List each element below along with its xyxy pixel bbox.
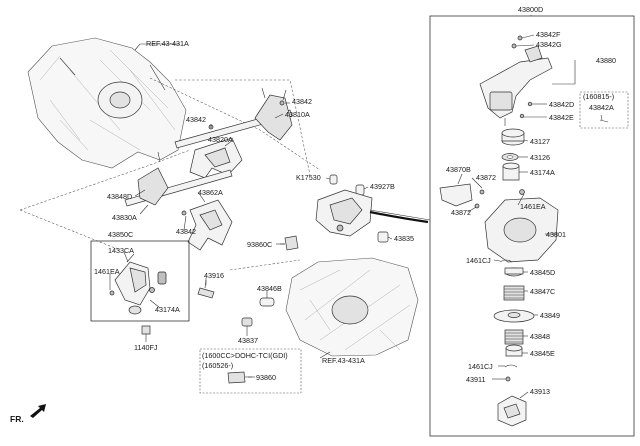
label-43126: 43126: [530, 153, 550, 162]
label-1461CJ-b: 1461CJ: [468, 362, 493, 371]
label-1461EA-right: 1461EA: [520, 202, 546, 211]
label-43842G: 43842G: [536, 40, 562, 49]
left-detail-box: [90, 240, 190, 322]
pin-43911: [505, 376, 511, 382]
plug-K17530: [329, 174, 338, 185]
label-43800D: 43800D: [518, 5, 543, 14]
label-43842D: 43842D: [549, 100, 574, 109]
label-43127: 43127: [530, 137, 550, 146]
label-160815: (160815-): [583, 92, 614, 101]
label-43845D: 43845D: [530, 268, 555, 277]
label-fr: FR.: [10, 414, 24, 424]
label-43842E: 43842E: [549, 113, 574, 122]
label-ref-top: REF.43-431A: [146, 39, 189, 48]
shift-fork-43862A: [187, 199, 233, 251]
label-43916: 43916: [204, 271, 224, 280]
bushing-43845D: [504, 267, 524, 277]
label-43850C: 43850C: [108, 230, 133, 239]
label-43846B: 43846B: [257, 284, 282, 293]
label-note-date: (160526-): [202, 361, 233, 370]
part-labels: REF.43-431A 43842 43810A 43842 43820A 43…: [10, 5, 616, 424]
transmission-case-top: [27, 37, 187, 169]
label-43801: 43801: [546, 230, 566, 239]
label-43830A: 43830A: [112, 213, 137, 222]
clip-1461CJ-upper: [499, 259, 513, 263]
label-43174A-right: 43174A: [530, 168, 555, 177]
label-43847C: 43847C: [530, 287, 555, 296]
bushing-43845E: [505, 344, 523, 357]
label-43174A-left: 43174A: [155, 305, 180, 314]
shift-lever-43880: [479, 35, 609, 126]
clip-1461CJ-lower: [504, 364, 518, 368]
label-43842A: 43842A: [589, 103, 614, 112]
label-43842-top: 43842: [292, 97, 312, 106]
label-43848D: 43848D: [107, 192, 132, 201]
bushing-43127: [501, 128, 525, 146]
bolt-1140FJ: [141, 325, 151, 342]
note-box: [199, 348, 302, 394]
label-43927B: 43927B: [370, 182, 395, 191]
label-K17530: K17530: [296, 173, 321, 182]
shift-rail-43810A: [174, 87, 293, 149]
spring-43847C: [503, 285, 525, 301]
shift-rail-43830A: [124, 151, 233, 207]
label-43810A: 43810A: [285, 110, 310, 119]
label-93860: 93860: [256, 373, 276, 382]
spring-43848: [504, 329, 524, 345]
label-43837: 43837: [238, 336, 258, 345]
label-note-engine: (1600CC>DOHC-TCI(GDI): [202, 351, 288, 360]
label-43880: 43880: [596, 56, 616, 65]
label-43842-low: 43842: [176, 227, 196, 236]
mount-43913: [497, 395, 527, 427]
bracket-43870B: [439, 183, 485, 209]
transmission-case-bottom: [285, 257, 419, 357]
switch-93860C: [280, 235, 299, 251]
front-arrow-icon: [30, 404, 46, 418]
label-43842-mid: 43842: [186, 115, 206, 124]
switch-93860: [227, 371, 252, 384]
label-43842F: 43842F: [536, 30, 561, 39]
label-1433CA: 1433CA: [108, 246, 134, 255]
label-43870B: 43870B: [446, 165, 471, 174]
label-1461EA-left: 1461EA: [94, 267, 120, 276]
seal-43174A: [502, 162, 520, 181]
label-43913: 43913: [530, 387, 550, 396]
label-43862A: 43862A: [198, 188, 223, 197]
label-1461CJ-a: 1461CJ: [466, 256, 491, 265]
leader-lines: [109, 15, 603, 399]
plug-43835: [377, 231, 389, 243]
housing-43801: [484, 189, 559, 263]
label-43835: 43835: [394, 234, 414, 243]
label-43820A: 43820A: [208, 135, 233, 144]
center-shift-mechanism: [315, 189, 431, 237]
label-43849: 43849: [540, 311, 560, 320]
plug-43837: [241, 317, 253, 332]
right-assembly-box: [429, 15, 635, 437]
dashed-guide-lines: [19, 77, 321, 271]
plate-43849: [493, 309, 535, 323]
label-93860C: 93860C: [247, 240, 272, 249]
shift-fork-43820A: [189, 137, 243, 179]
label-43872-b: 43872: [451, 208, 471, 217]
washer-43126: [501, 153, 519, 161]
label-43845E: 43845E: [530, 349, 555, 358]
pin-43846B: [259, 297, 275, 307]
label-43872-a: 43872: [476, 173, 496, 182]
label-43911: 43911: [466, 375, 485, 384]
label-1140FJ: 1140FJ: [134, 343, 158, 352]
label-ref-bottom: REF.43-431A: [322, 356, 365, 365]
label-43848: 43848: [530, 332, 550, 341]
shift-lever-assembly: [109, 251, 167, 315]
